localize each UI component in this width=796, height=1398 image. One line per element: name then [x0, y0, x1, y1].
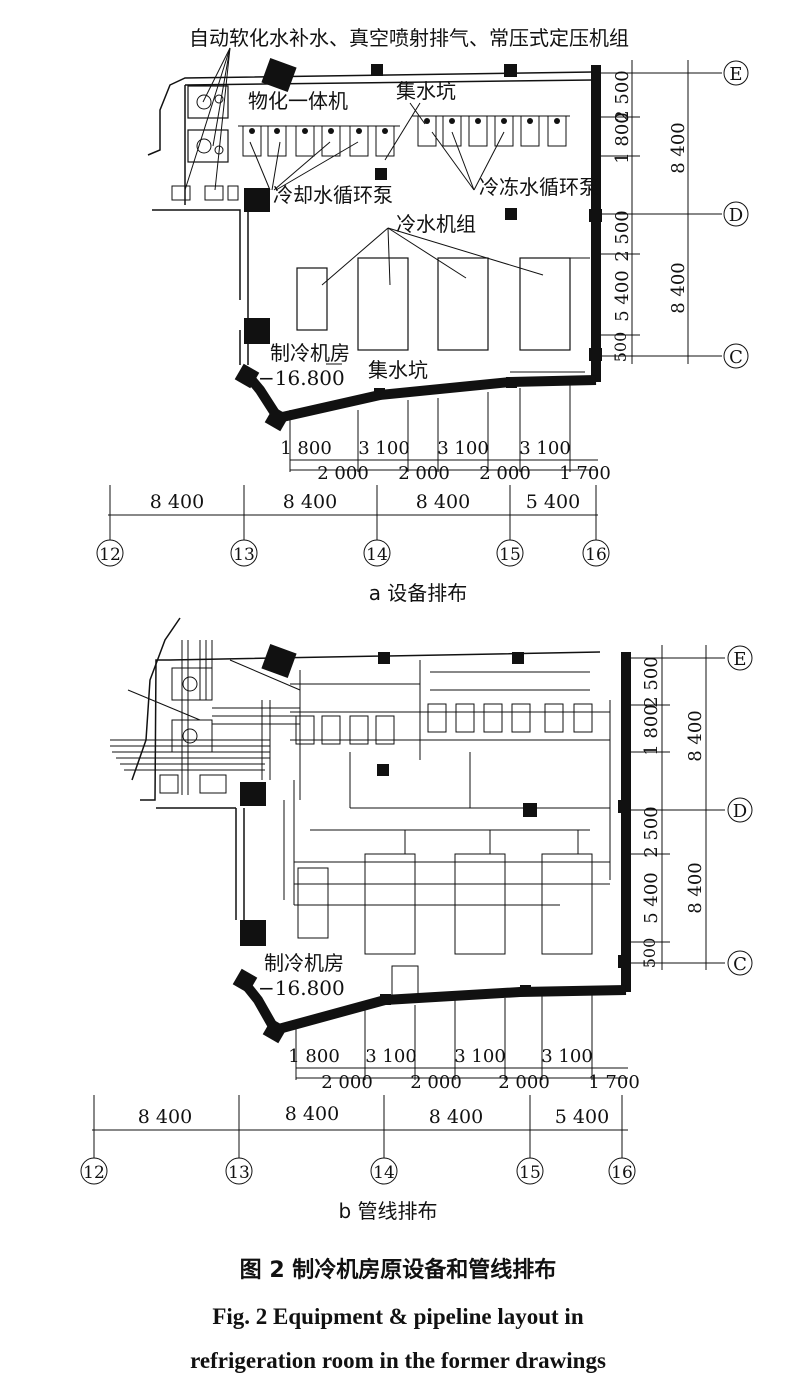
span-4-b: 5 400	[555, 1106, 609, 1128]
dim-c3-b: 2 000	[498, 1072, 550, 1093]
grid-col-16-b: 16	[611, 1163, 633, 1183]
callout-cooling-pump: 冷却水循环泵	[273, 183, 393, 207]
callout-chilled-pump: 冷冻水循环泵	[479, 175, 599, 199]
dim-500-b: 500	[640, 938, 659, 969]
callout-sump-top: 集水坑	[396, 79, 456, 103]
caption-english-line1: Fig. 2 Equipment & pipeline layout in	[212, 1304, 584, 1329]
dim-8400-bottom: 8 400	[668, 262, 689, 314]
grid-col-15: 15	[499, 545, 521, 565]
dim-8400-top: 8 400	[668, 122, 689, 174]
chiller-units	[296, 257, 590, 351]
dim-5400-b: 5 400	[641, 872, 662, 924]
grid-col-14: 14	[366, 545, 388, 565]
span-3-b: 8 400	[429, 1106, 483, 1128]
grid-col-16: 16	[585, 545, 607, 565]
panel-b-label: b 管线排布	[338, 1199, 437, 1223]
chilled-water-pumps	[412, 115, 570, 147]
dim-500: 500	[611, 332, 630, 363]
callout-integrated-unit: 物化一体机	[248, 89, 348, 113]
dim-5400: 5 400	[612, 270, 633, 322]
grid-col-15-b: 15	[519, 1163, 541, 1183]
grid-row-e: E	[729, 64, 742, 85]
callout-chiller: 冷水机组	[396, 212, 476, 236]
dim-1800-b: 1 800	[641, 704, 662, 756]
leader-lines	[184, 47, 544, 365]
callout-sump-bottom: 集水坑	[368, 358, 428, 382]
dim-8400-bottom-b: 8 400	[685, 862, 706, 914]
dim-2500-b2: 2 500	[641, 806, 662, 858]
chiller-piping	[283, 752, 610, 997]
dim-b2: 3 100	[358, 438, 410, 459]
dim-c1-b: 2 000	[321, 1072, 373, 1093]
structural-columns	[234, 57, 602, 432]
grid-columns-b: 8 400 8 400 8 400 5 400 12 13 14 15 16	[80, 1095, 636, 1185]
span-4: 5 400	[526, 491, 580, 513]
dim-b1-b: 1 800	[288, 1046, 340, 1067]
span-2-b: 8 400	[285, 1103, 339, 1125]
pipe-bundle-left	[110, 640, 301, 795]
dim-c3: 2 000	[479, 463, 531, 484]
building-outline	[147, 65, 601, 424]
dim-b2-b: 3 100	[365, 1046, 417, 1067]
dim-b3-b: 3 100	[454, 1046, 506, 1067]
grid-col-12: 12	[99, 545, 121, 565]
dim-b4: 3 100	[519, 438, 571, 459]
dim-c4-b: 1 700	[588, 1072, 640, 1093]
panel-a-label: a 设备排布	[369, 581, 468, 605]
span-3: 8 400	[416, 491, 470, 513]
dim-2500: 2 500	[612, 70, 633, 122]
span-2: 8 400	[283, 491, 337, 513]
building-outline-b	[131, 617, 631, 1036]
callout-room-b: 制冷机房	[264, 951, 344, 975]
caption-english-line2: refrigeration room in the former drawing…	[190, 1348, 606, 1373]
dim-c2: 2 000	[398, 463, 450, 484]
dim-8400-top-b: 8 400	[685, 710, 706, 762]
grid-row-d: D	[729, 205, 743, 226]
grid-row-d-b: D	[733, 801, 747, 822]
callout-elevation-b: −16.800	[258, 976, 345, 1000]
cooling-water-pumps	[238, 125, 400, 157]
callout-room: 制冷机房	[270, 341, 350, 365]
grid-col-13-b: 13	[228, 1163, 250, 1183]
grid-col-12-b: 12	[83, 1163, 105, 1183]
bottom-dimensions-b: 1 800 3 100 3 100 3 100 2 000 2 000 2 00…	[288, 995, 640, 1093]
panel-a: 自动软化水补水、真空喷射排气、常压式定压机组 物化一体机 集水坑 冷却水循环泵 …	[96, 26, 749, 605]
dim-c1: 2 000	[317, 463, 369, 484]
dim-1800: 1 800	[612, 112, 633, 164]
grid-col-14-b: 14	[373, 1163, 395, 1183]
grid-rows-a: E D C 2 500 1 800 2 500 5 400 500 8 400 …	[598, 60, 749, 369]
callout-water-units: 自动软化水补水、真空喷射排气、常压式定压机组	[189, 26, 629, 50]
dim-2500-b: 2 500	[612, 210, 633, 262]
grid-rows-b: E D C 2 500 1 800 2 500 5 400 500 8 400 …	[628, 645, 753, 976]
figure-drawing: 自动软化水补水、真空喷射排气、常压式定压机组 物化一体机 集水坑 冷却水循环泵 …	[80, 26, 753, 1223]
grid-col-13: 13	[233, 545, 255, 565]
grid-row-c-b: C	[733, 954, 747, 975]
pump-headers	[290, 660, 611, 880]
span-1-b: 8 400	[138, 1106, 192, 1128]
dim-c4: 1 700	[559, 463, 611, 484]
grid-row-c: C	[729, 347, 743, 368]
grid-row-e-b: E	[733, 649, 746, 670]
span-1: 8 400	[150, 491, 204, 513]
panel-b: 制冷机房 −16.800 E D C 2 500 1 800 2 500 5 4…	[80, 617, 753, 1223]
structural-columns-b	[232, 643, 631, 1044]
dim-b3: 3 100	[437, 438, 489, 459]
dim-b1: 1 800	[280, 438, 332, 459]
water-treatment-units	[171, 85, 239, 201]
bottom-dimensions-a: 1 800 3 100 3 100 3 100 2 000 2 000 2 00…	[280, 385, 611, 484]
grid-columns-a: 8 400 8 400 8 400 5 400 12 13 14 15 16	[96, 485, 610, 567]
dim-2500-b1: 2 500	[641, 656, 662, 708]
caption-chinese: 图 2 制冷机房原设备和管线排布	[239, 1258, 557, 1283]
callout-elevation: −16.800	[258, 366, 345, 390]
dim-c2-b: 2 000	[410, 1072, 462, 1093]
dim-b4-b: 3 100	[541, 1046, 593, 1067]
